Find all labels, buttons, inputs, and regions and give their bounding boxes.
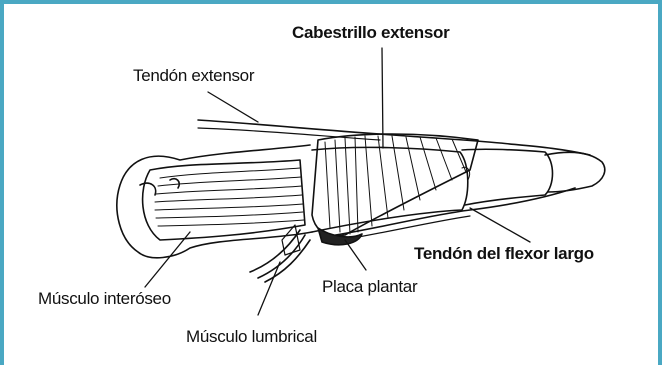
leader-flexor [470,208,530,242]
middle-phalanx [462,149,553,205]
label-tendon-extensor: Tendón extensor [133,67,254,84]
label-cabestrillo-extensor: Cabestrillo extensor [292,24,449,41]
leader-cabestrillo [382,48,383,148]
leader-lumbrical [258,262,280,315]
leader-placa [345,240,366,270]
label-musculo-lumbrical: Músculo lumbrical [186,328,317,345]
extensor-sling [312,134,478,236]
distal-phalanx [545,152,605,192]
label-tendon-flexor-largo: Tendón del flexor largo [414,245,594,262]
bone-spot-2 [170,179,179,188]
leader-tendon-extensor [208,92,258,122]
label-placa-plantar: Placa plantar [322,278,417,295]
label-musculo-interoseo: Músculo interóseo [38,290,171,307]
